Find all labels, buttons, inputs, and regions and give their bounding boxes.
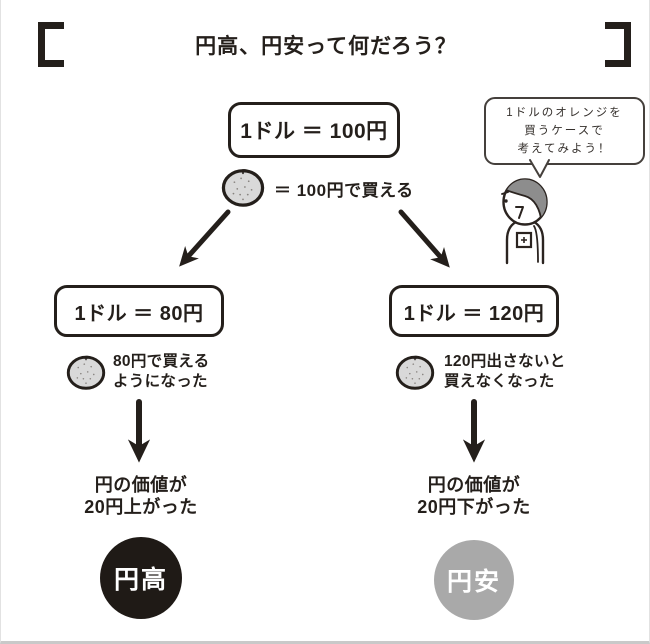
arrow-down-left-icon: [179, 209, 231, 267]
result-circle-enyasu-label: 円安: [446, 568, 501, 596]
right-branch-caption: 120円出さないと 買えなくなった: [444, 352, 566, 391]
rate-box-80yen-label: 1ドル ＝ 80円: [74, 302, 204, 325]
speech-bubble-line: 考えてみよう！: [517, 143, 612, 155]
speech-bubble: 1ドルのオレンジを 買うケースで 考えてみよう！: [484, 97, 645, 165]
result-circle-endaka-label: 円高: [113, 566, 168, 594]
left-branch-caption-line2: ようになった: [113, 372, 208, 390]
corner-bracket-left-icon: [38, 22, 64, 67]
left-branch-caption-line1: 80円で買える: [113, 353, 210, 370]
result-circle-enyasu: 円安: [434, 540, 514, 620]
right-branch-caption-line1: 120円出さないと: [444, 353, 566, 370]
left-value-change: 円の価値が 20円上がった: [58, 474, 224, 518]
rate-box-120yen-label: 1ドル ＝ 120円: [403, 302, 545, 325]
right-branch-caption-line2: 買えなくなった: [444, 372, 555, 390]
rate-box-80yen: 1ドル ＝ 80円: [54, 285, 224, 337]
speech-bubble-line: 買うケースで: [524, 125, 605, 137]
rate-box-100yen-label: 1ドル ＝ 100円: [240, 120, 388, 143]
right-value-change: 円の価値が 20円下がった: [391, 474, 557, 518]
speech-bubble-line: 1ドルのオレンジを: [506, 107, 623, 119]
arrow-down-right-icon: [398, 209, 450, 268]
right-value-change-line2: 20円下がった: [417, 497, 531, 517]
person-icon: [501, 178, 548, 265]
left-value-change-line1: 円の価値が: [94, 475, 188, 495]
rate-box-120yen: 1ドル ＝ 120円: [389, 285, 559, 337]
left-value-change-line2: 20円上がった: [84, 497, 198, 517]
orange-icon: [221, 167, 265, 207]
corner-bracket-right-icon: [605, 22, 631, 67]
root-caption: ＝ 100円で買える: [274, 181, 414, 200]
orange-icon: [66, 354, 106, 390]
result-circle-endaka: 円高: [100, 537, 182, 619]
left-branch-caption: 80円で買える ようになった: [113, 352, 209, 391]
rate-box-100yen: 1ドル ＝ 100円: [228, 102, 400, 158]
page-title: 円高、円安って何だろう？: [195, 35, 457, 58]
right-value-change-line1: 円の価値が: [427, 475, 521, 495]
orange-icon: [395, 354, 435, 390]
